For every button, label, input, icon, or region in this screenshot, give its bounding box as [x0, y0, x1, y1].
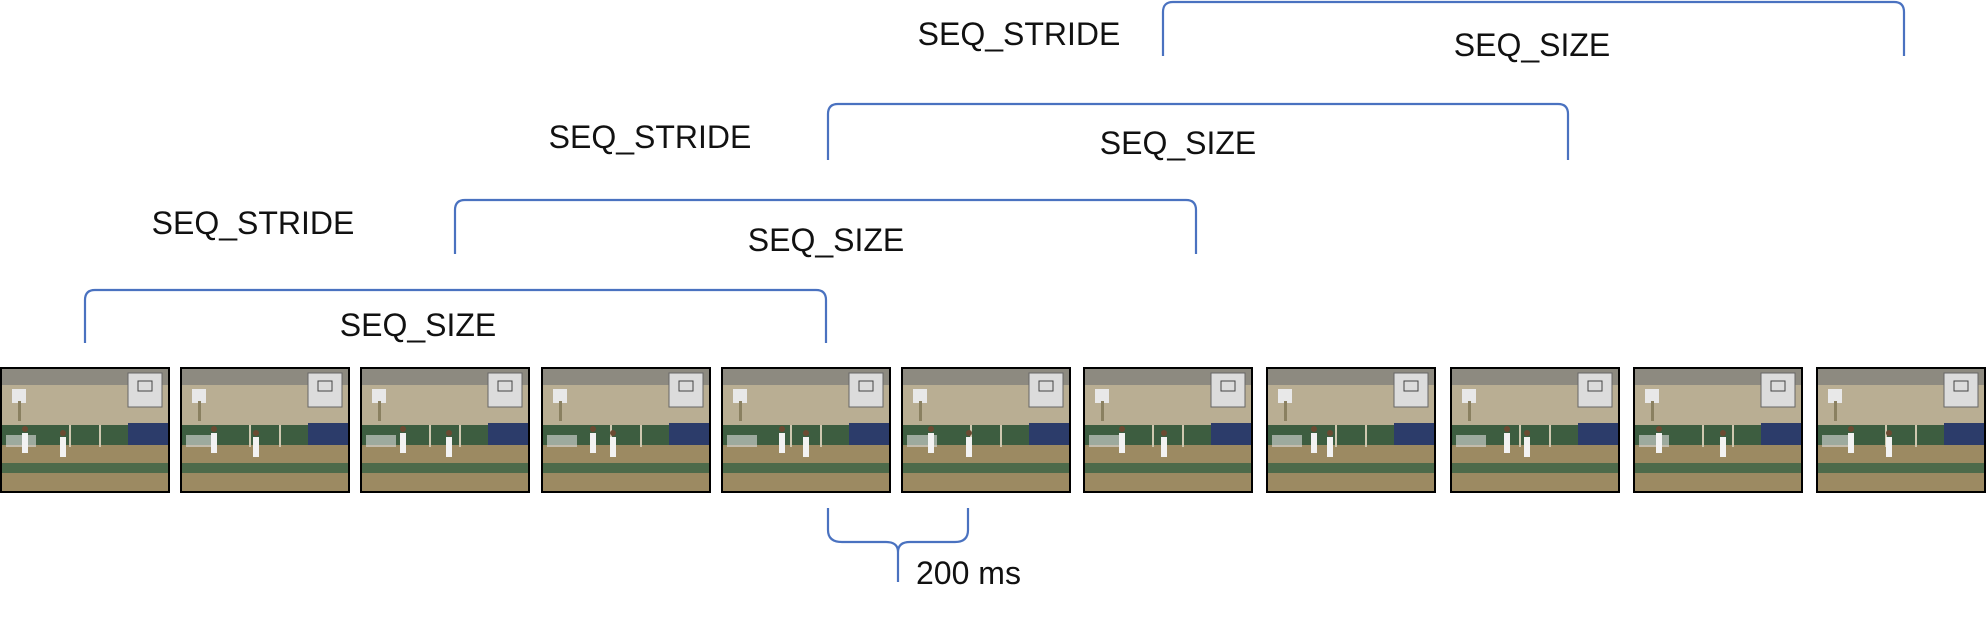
sequence-window-4: SEQ_SIZE SEQ_STRIDE: [918, 0, 1906, 63]
interval-brace: 200 ms: [826, 508, 1021, 591]
player-figure: [610, 437, 616, 457]
video-frame: [1082, 366, 1254, 494]
player-figure: [928, 433, 934, 453]
seq-size-label: SEQ_SIZE: [340, 307, 497, 343]
sequence-bracket: [83, 288, 828, 343]
player-figure: [1720, 437, 1726, 457]
video-frame: [359, 366, 531, 494]
sequence-window-1: SEQ_SIZE: [83, 288, 828, 343]
video-frame-strip: [0, 366, 1987, 494]
seq-stride-label: SEQ_STRIDE: [918, 16, 1121, 52]
player-figure: [1504, 433, 1510, 453]
video-frame: [179, 366, 351, 494]
video-frame: [1632, 366, 1804, 494]
player-figure: [446, 437, 452, 457]
player-figure: [803, 437, 809, 457]
video-frame: [1449, 366, 1621, 494]
sequence-window-2: SEQ_SIZE SEQ_STRIDE: [152, 198, 1198, 258]
player-figure: [22, 433, 28, 453]
seq-stride-label: SEQ_STRIDE: [549, 119, 752, 155]
video-frame: [1265, 366, 1437, 494]
player-figure: [590, 433, 596, 453]
player-figure: [211, 433, 217, 453]
sequence-bracket: [826, 102, 1570, 160]
sequence-window-3: SEQ_SIZE SEQ_STRIDE: [549, 102, 1570, 161]
player-figure: [1119, 433, 1125, 453]
seq-size-label: SEQ_SIZE: [1100, 125, 1257, 161]
sequence-brackets: SEQ_SIZE SEQ_SIZE SEQ_STRIDE SEQ_SIZE SEQ_ST…: [83, 0, 1906, 343]
player-figure: [400, 433, 406, 453]
video-frame: [1815, 366, 1987, 494]
video-frame: [900, 366, 1072, 494]
player-figure: [1311, 433, 1317, 453]
player-figure: [966, 437, 972, 457]
player-figure: [60, 437, 66, 457]
player-figure: [779, 433, 785, 453]
player-figure: [1161, 437, 1167, 457]
player-figure: [1656, 433, 1662, 453]
seq-size-label: SEQ_SIZE: [1454, 27, 1611, 63]
player-figure: [253, 437, 259, 457]
player-figure: [1886, 437, 1892, 457]
player-figure: [1848, 433, 1854, 453]
video-frame: [0, 366, 171, 494]
seq-stride-label: SEQ_STRIDE: [152, 205, 355, 241]
sequence-bracket: [453, 198, 1198, 254]
player-figure: [1524, 437, 1530, 457]
video-frame: [720, 366, 892, 494]
player-figure: [1327, 437, 1333, 457]
seq-size-label: SEQ_SIZE: [748, 222, 905, 258]
video-frame: [540, 366, 712, 494]
sequence-bracket: [1161, 0, 1906, 56]
interval-label: 200 ms: [916, 555, 1021, 591]
